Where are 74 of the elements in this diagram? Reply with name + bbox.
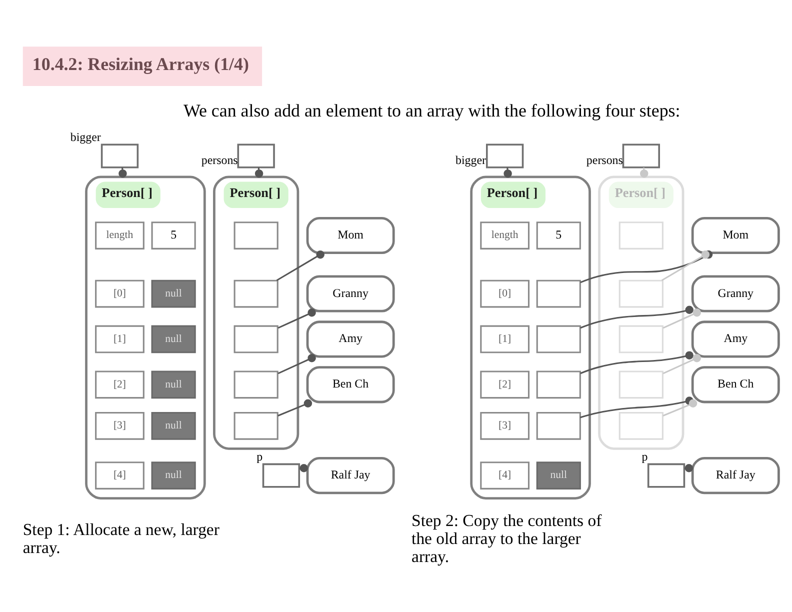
connector	[640, 167, 648, 178]
cluster: Person[ ]	[213, 175, 300, 450]
node-box: [0]	[480, 279, 530, 308]
node-box	[234, 370, 278, 398]
node-label: bigger	[455, 152, 486, 166]
node-box: Amy	[306, 320, 395, 358]
node-box	[486, 143, 524, 168]
node-box: [2]	[95, 370, 144, 398]
node-label: p	[642, 449, 648, 464]
node-box: Ralf Jay	[306, 456, 395, 494]
node-box	[100, 143, 139, 168]
connector	[661, 250, 710, 281]
node-box: Amy	[691, 320, 780, 358]
connector	[118, 167, 127, 178]
node-box	[536, 324, 581, 353]
node-box: null	[151, 461, 196, 489]
label: Step 1: Allocate a new, larger array.	[22, 519, 220, 556]
node-box: null	[151, 279, 196, 308]
node-box: [1]	[480, 324, 530, 353]
connector	[276, 250, 324, 281]
node-box: 5	[151, 221, 196, 249]
node-label: persons	[201, 152, 238, 166]
label: We can also add an element to an array with the following four steps:	[184, 100, 680, 120]
node-box: null	[151, 411, 196, 440]
node-box: Ben Ch	[691, 366, 780, 403]
connector	[662, 398, 698, 416]
node-box	[622, 143, 660, 168]
node-box	[618, 324, 664, 353]
connector	[254, 167, 264, 178]
node-box: [2]	[480, 370, 530, 398]
node-box	[618, 279, 664, 308]
diagram-title: 10.4.2: Resizing Arrays (1/4)	[32, 53, 249, 74]
node-box	[234, 279, 278, 308]
node-box	[536, 370, 581, 398]
node-box: Ben Ch	[306, 366, 395, 403]
node-label: p	[256, 449, 263, 464]
node-box: null	[536, 461, 581, 489]
connector	[662, 353, 701, 374]
node-box	[234, 411, 278, 440]
node-label: persons	[586, 152, 623, 166]
node-box: null	[151, 370, 196, 398]
node-box: null	[151, 324, 196, 353]
node-box: [4]	[480, 461, 530, 489]
node-box	[234, 324, 278, 353]
node-label: bigger	[70, 130, 101, 144]
node-box: [4]	[95, 461, 144, 489]
node-box	[234, 221, 278, 249]
connector	[662, 308, 701, 328]
node-box: Ralf Jay	[691, 456, 780, 494]
node-box	[536, 411, 581, 440]
node-box	[536, 279, 581, 308]
node-box	[618, 221, 664, 249]
node-box: Granny	[306, 274, 395, 312]
node-box: length	[95, 221, 144, 249]
node-box: Mom	[306, 216, 395, 254]
connector	[504, 167, 512, 178]
connector	[580, 305, 694, 328]
node-box: length	[480, 221, 530, 249]
connector	[580, 350, 694, 374]
node-box: 5	[536, 221, 581, 249]
label: Step 2: Copy the contents of the old array to the larger array.	[412, 510, 602, 566]
node-box: [0]	[95, 279, 144, 308]
node-box: [3]	[95, 411, 144, 440]
node-box	[237, 143, 275, 168]
node-box: Granny	[691, 274, 780, 312]
cluster: Person[ ]	[598, 175, 684, 450]
connector	[278, 353, 316, 374]
connector	[278, 398, 312, 416]
node-box: Mom	[691, 216, 780, 254]
node-box: [3]	[480, 411, 530, 440]
node-box	[618, 411, 664, 440]
node-box: [1]	[95, 324, 144, 353]
connector	[278, 308, 316, 328]
node-box	[618, 370, 664, 398]
